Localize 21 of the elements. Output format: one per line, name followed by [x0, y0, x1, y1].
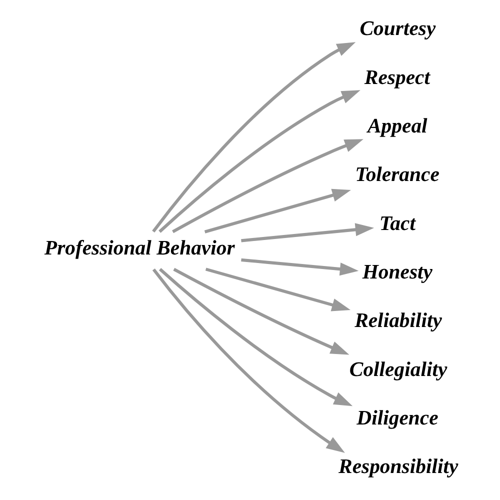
arrow — [158, 90, 360, 233]
arrow — [152, 268, 344, 453]
node-text: Tact — [378, 212, 415, 235]
arrow — [204, 188, 350, 234]
node-text: Tolerance — [354, 164, 439, 186]
arrow — [152, 42, 356, 233]
node-text: Reliability — [354, 310, 442, 332]
node-text: Collegiality — [348, 358, 447, 381]
arrow — [172, 139, 363, 234]
arrow — [204, 268, 350, 312]
node-text: Honesty — [362, 261, 432, 284]
node-text: Appeal — [367, 115, 427, 138]
node-text: Courtesy — [359, 18, 436, 40]
arrow — [240, 258, 358, 276]
node-text: Respect — [364, 66, 430, 89]
node-text: Professional Behavior — [44, 238, 234, 260]
arrow — [172, 268, 349, 355]
arrow — [158, 268, 352, 406]
node-text: Responsibility — [338, 456, 458, 478]
arrow — [240, 223, 374, 242]
node-text: Diligence — [356, 407, 438, 430]
